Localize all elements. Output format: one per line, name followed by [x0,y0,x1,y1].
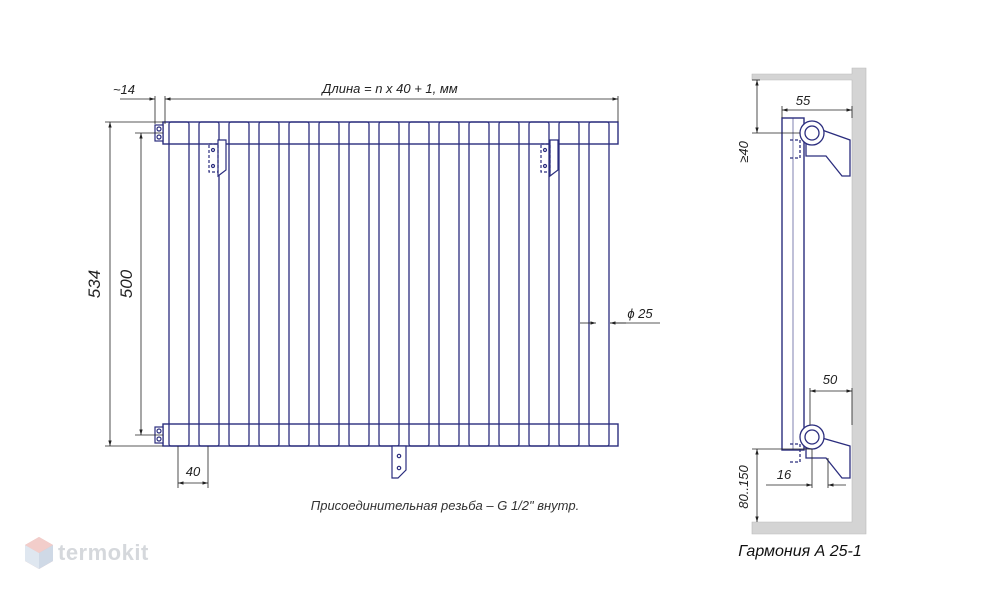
offset-label: ~14 [113,82,135,97]
side-view: 55 ≥40 50 16 80..150 Гармония [736,67,867,560]
height-dimension [105,121,163,447]
radiator-section [558,121,580,447]
radiator-sections [168,121,610,447]
floor-gap-dimension [752,448,812,522]
radiator-section [468,121,490,447]
radiator-section [438,121,460,447]
radiator-section [348,121,370,447]
bracket-bottom [391,445,407,479]
radiator-section [588,121,610,447]
depth-top-dimension [781,106,853,118]
radiator-section [258,121,280,447]
wall-gap-dimension [752,79,800,134]
termokit-logo-icon [25,537,53,569]
depth-bottom-label: 50 [823,372,838,387]
bracket-right [540,139,559,178]
bracket-offset-label: 16 [777,467,792,482]
radiator-section [168,121,190,447]
radiator-section [288,121,310,447]
side-bracket-top [790,120,851,177]
bracket-offset-dimension [766,449,846,488]
depth-bottom-dimension [809,388,853,425]
floor-gap-label: 80..150 [736,465,751,509]
wall-gap-label: ≥40 [736,140,751,162]
pitch-label: 40 [186,464,201,479]
length-label: Длина = n x 40 + 1, мм [320,81,458,96]
height-axis-label: 500 [117,269,136,298]
wall-floor [751,67,867,535]
radiator-section [318,121,340,447]
pitch-dimension [177,446,209,488]
radiator-section [228,121,250,447]
front-view: Длина = n x 40 + 1, мм ~14 534 500 40 ϕ … [85,81,660,513]
model-title: Гармония А 25-1 [738,543,862,560]
connection-note: Присоединительная резьба – G 1/2" внутр. [311,498,579,513]
length-dimension [120,96,619,124]
diameter-label: ϕ 25 [627,306,653,321]
height-total-label: 534 [85,270,104,298]
depth-top-label: 55 [796,93,811,108]
radiator-section [528,121,550,447]
radiator-section [408,121,430,447]
bracket-left [208,139,227,178]
radiator-section [498,121,520,447]
termokit-logo-text: termokit [58,540,149,565]
radiator-section [378,121,400,447]
